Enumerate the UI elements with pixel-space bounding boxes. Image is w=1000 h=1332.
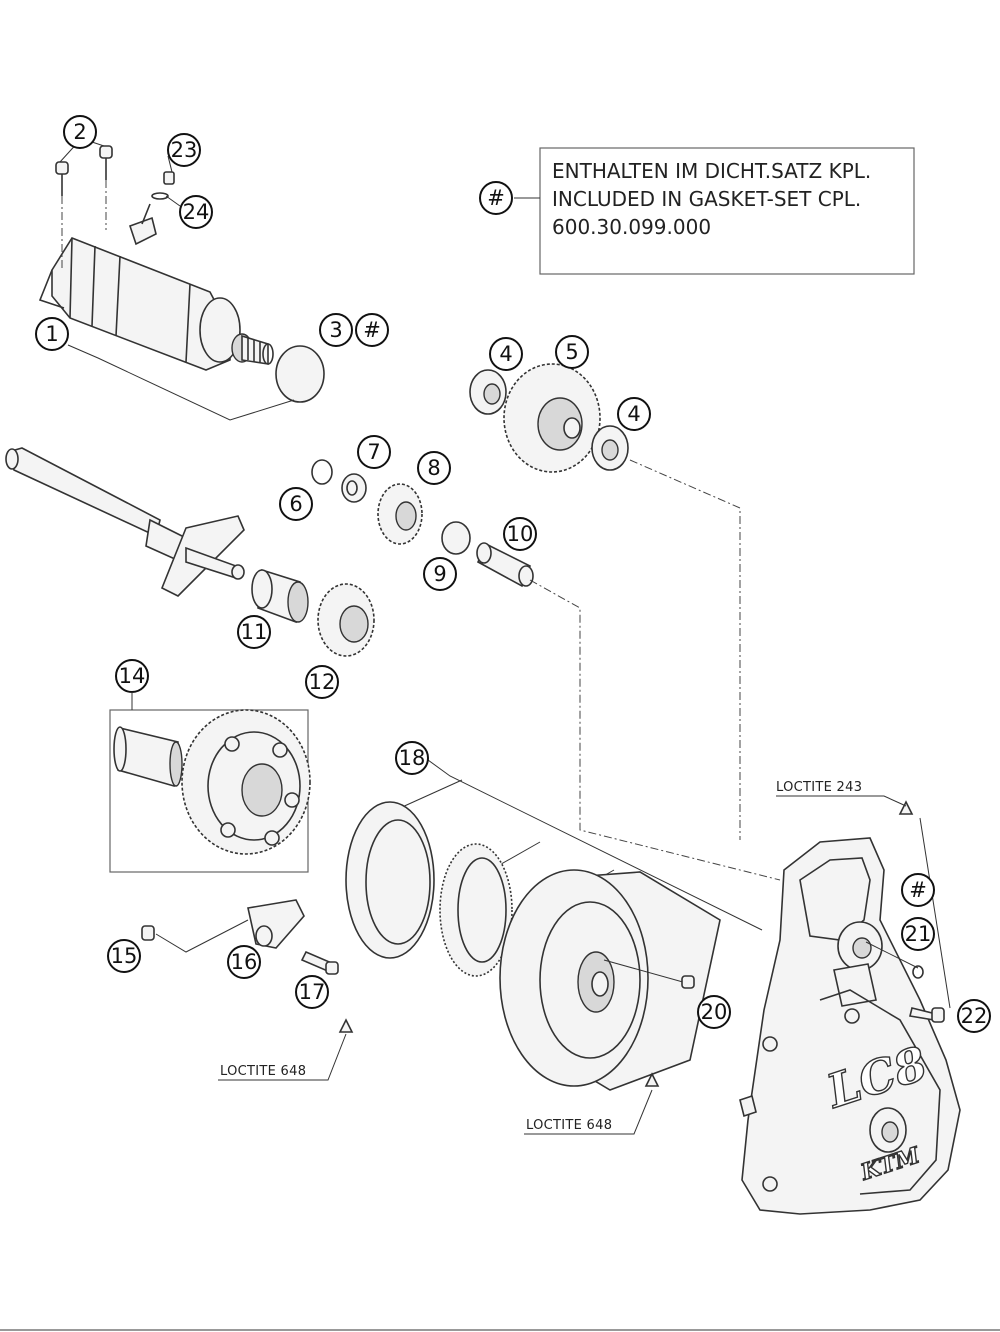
- svg-text:23: 23: [171, 138, 198, 162]
- callout-20: 20: [697, 995, 731, 1029]
- callout-15: 15: [107, 939, 141, 973]
- callout-1: 1: [35, 317, 69, 351]
- svg-text:4: 4: [499, 342, 512, 366]
- callout-9: 9: [423, 557, 457, 591]
- loctite-648-right-text: LOCTITE 648: [526, 1118, 612, 1133]
- callout-2: 2: [63, 115, 97, 149]
- callout-21-hash: #: [901, 873, 935, 907]
- svg-text:15: 15: [111, 944, 138, 968]
- callout-11: 11: [237, 615, 271, 649]
- svg-text:12: 12: [309, 670, 336, 694]
- note-hash-text: #: [487, 186, 505, 210]
- callout-21: 21: [901, 917, 935, 951]
- callout-24: 24: [165, 195, 213, 229]
- starter-motor: [38, 216, 325, 403]
- idler-gear-group: [311, 459, 781, 881]
- svg-text:#: #: [363, 318, 381, 342]
- loctite-648-label-right: LOCTITE 648: [524, 1089, 653, 1135]
- svg-text:22: 22: [961, 1004, 988, 1028]
- callout-14: 14: [115, 659, 149, 710]
- svg-text:11: 11: [241, 620, 268, 644]
- callout-16: 16: [227, 945, 261, 979]
- svg-text:9: 9: [433, 562, 446, 586]
- terminal-nut-washer: [141, 171, 175, 225]
- flywheel-rotor-group: [338, 759, 763, 1091]
- callout-4-right: 4: [617, 397, 651, 431]
- callout-3: 3: [319, 313, 353, 347]
- callout-10: 10: [503, 517, 537, 551]
- svg-text:6: 6: [289, 492, 302, 516]
- callout-5: 5: [555, 335, 589, 369]
- svg-text:18: 18: [399, 746, 426, 770]
- freewheel-lever-group: [141, 899, 339, 975]
- callout-18: 18: [395, 741, 429, 775]
- starter-screws: [55, 145, 113, 270]
- callout-8: 8: [417, 451, 451, 485]
- gasket-set-note: # ENTHALTEN IM DICHT.SATZ KPL. INCLUDED …: [479, 147, 915, 275]
- o-ring: [275, 345, 325, 403]
- freewheel-gear-box: [109, 709, 311, 873]
- svg-text:#: #: [909, 878, 927, 902]
- callout-23: 23: [167, 133, 201, 173]
- svg-text:21: 21: [905, 922, 932, 946]
- callout-22: 22: [957, 999, 991, 1033]
- svg-text:20: 20: [701, 1000, 728, 1024]
- note-line-3: 600.30.099.000: [552, 215, 711, 239]
- loctite-648-left-text: LOCTITE 648: [220, 1064, 306, 1079]
- note-line-1: ENTHALTEN IM DICHT.SATZ KPL.: [552, 159, 871, 183]
- callout-3-hash: #: [355, 313, 389, 347]
- loctite-243-label: LOCTITE 243: [776, 780, 907, 807]
- callout-12: 12: [305, 665, 339, 699]
- svg-text:4: 4: [627, 402, 640, 426]
- note-line-2: INCLUDED IN GASKET-SET CPL.: [552, 187, 861, 211]
- svg-text:8: 8: [427, 456, 440, 480]
- svg-text:5: 5: [565, 340, 578, 364]
- starter-shaft: [5, 447, 245, 597]
- svg-text:7: 7: [367, 440, 380, 464]
- svg-text:14: 14: [119, 664, 146, 688]
- svg-text:10: 10: [507, 522, 534, 546]
- intermediate-gear-group: [469, 363, 741, 840]
- callout-17: 17: [295, 975, 329, 1009]
- loctite-243-text: LOCTITE 243: [776, 780, 862, 795]
- svg-text:16: 16: [231, 950, 258, 974]
- needle-bearing-gear-group: [251, 568, 375, 657]
- svg-text:2: 2: [73, 120, 86, 144]
- note-hash-symbol: [479, 181, 513, 215]
- callout-7: 7: [357, 435, 391, 469]
- svg-text:24: 24: [183, 200, 210, 224]
- loctite-648-label-left: LOCTITE 648: [218, 1033, 347, 1081]
- svg-text:17: 17: [299, 980, 326, 1004]
- note-box: [539, 147, 915, 275]
- ignition-cover: LC8 KTM: [739, 800, 961, 1215]
- svg-text:1: 1: [45, 322, 58, 346]
- callout-4-top: 4: [489, 337, 523, 371]
- svg-text:3: 3: [329, 318, 342, 342]
- callout-6: 6: [279, 487, 313, 521]
